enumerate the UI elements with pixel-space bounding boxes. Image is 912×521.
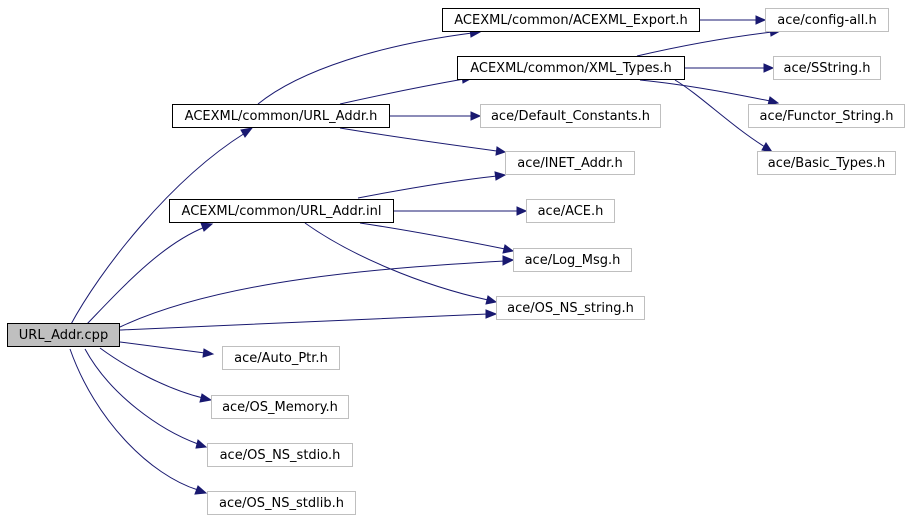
node-url-addr-h[interactable]: ACEXML/common/URL_Addr.h <box>172 104 390 128</box>
node-label: ACEXML/common/XML_Types.h <box>470 60 672 76</box>
edge-root-to-os-memory <box>99 347 204 399</box>
arrowhead <box>502 244 515 254</box>
node-label: ace/config-all.h <box>777 12 877 28</box>
node-label: ace/Functor_String.h <box>759 108 894 124</box>
arrowhead <box>200 222 214 232</box>
node-label: ace/ACE.h <box>537 203 604 219</box>
node-label: ace/OS_NS_string.h <box>507 300 634 316</box>
node-label: ace/Default_Constants.h <box>490 108 651 124</box>
node-log-msg-h[interactable]: ace/Log_Msg.h <box>513 248 632 272</box>
node-label: ace/OS_NS_stdio.h <box>219 447 341 463</box>
edge-xml-types-to-basic-types <box>674 79 766 148</box>
node-label: ace/OS_NS_stdlib.h <box>219 495 344 511</box>
node-default-constants-h[interactable]: ace/Default_Constants.h <box>480 104 661 128</box>
edge-root-to-os-ns-stdlib <box>69 348 199 491</box>
node-label: ace/SString.h <box>783 60 871 76</box>
edge-url-addr-h-to-xml-types <box>339 78 465 105</box>
node-label: ace/INET_Addr.h <box>517 155 623 171</box>
arrowhead <box>755 15 767 25</box>
node-acexml-export-h[interactable]: ACEXML/common/ACEXML_Export.h <box>442 8 700 32</box>
node-label: ace/Basic_Types.h <box>767 155 886 171</box>
node-inet-addr-h[interactable]: ace/INET_Addr.h <box>505 151 635 175</box>
edge-url-addr-inl-to-log-msg <box>359 222 506 250</box>
arrowhead <box>485 295 498 305</box>
node-functor-string-h[interactable]: ace/Functor_String.h <box>748 104 905 128</box>
arrowhead <box>494 171 507 181</box>
node-url-addr-inl[interactable]: ACEXML/common/URL_Addr.inl <box>169 199 394 223</box>
arrowhead <box>485 309 498 319</box>
node-label: ace/OS_Memory.h <box>222 399 338 415</box>
edge-root-to-os-ns-stdio <box>84 348 199 445</box>
node-url-addr-cpp[interactable]: URL_Addr.cpp <box>7 323 120 347</box>
node-os-ns-string-h[interactable]: ace/OS_NS_string.h <box>496 296 645 320</box>
edge-root-to-os-ns-string <box>119 313 489 331</box>
node-ace-h[interactable]: ace/ACE.h <box>526 199 615 223</box>
edge-url-addr-inl-to-os-ns-string <box>304 222 489 301</box>
edge-xml-types-to-functor-string <box>639 79 771 102</box>
arrowhead <box>194 485 208 495</box>
edge-root-to-log-msg <box>119 260 506 328</box>
node-basic-types-h[interactable]: ace/Basic_Types.h <box>757 151 896 175</box>
node-label: ACEXML/common/URL_Addr.h <box>184 108 378 124</box>
node-config-all-h[interactable]: ace/config-all.h <box>765 8 889 32</box>
node-os-memory-h[interactable]: ace/OS_Memory.h <box>211 395 349 419</box>
node-os-ns-stdlib-h[interactable]: ace/OS_NS_stdlib.h <box>207 491 356 515</box>
node-sstring-h[interactable]: ace/SString.h <box>773 56 881 80</box>
edge-url-addr-h-to-acexml-export <box>257 32 473 105</box>
arrowhead <box>240 127 254 138</box>
edge-xml-types-to-config-all <box>636 31 773 57</box>
arrowhead <box>495 146 507 156</box>
node-label: ace/Log_Msg.h <box>524 252 621 268</box>
arrowhead <box>195 439 208 449</box>
edge-url-addr-h-to-inet-addr <box>339 127 498 152</box>
arrowhead <box>516 206 528 216</box>
node-label: ACEXML/common/URL_Addr.inl <box>181 203 382 219</box>
arrowhead <box>502 255 515 266</box>
node-label: ACEXML/common/ACEXML_Export.h <box>454 12 688 28</box>
node-label: URL_Addr.cpp <box>18 327 109 343</box>
node-auto-ptr-h[interactable]: ace/Auto_Ptr.h <box>222 346 340 370</box>
arrowhead <box>763 63 775 73</box>
edge-url-addr-inl-to-inet-addr <box>357 175 498 199</box>
arrowhead <box>202 348 215 358</box>
arrowhead <box>470 111 482 121</box>
edge-root-to-url-addr-inl <box>84 226 206 327</box>
edge-root-to-url-addr-h <box>69 132 246 327</box>
node-os-ns-stdio-h[interactable]: ace/OS_NS_stdio.h <box>207 443 353 467</box>
node-label: ace/Auto_Ptr.h <box>234 350 328 366</box>
node-xml-types-h[interactable]: ACEXML/common/XML_Types.h <box>457 56 685 80</box>
edge-root-to-auto-ptr <box>119 341 206 354</box>
arrowhead <box>199 393 213 403</box>
